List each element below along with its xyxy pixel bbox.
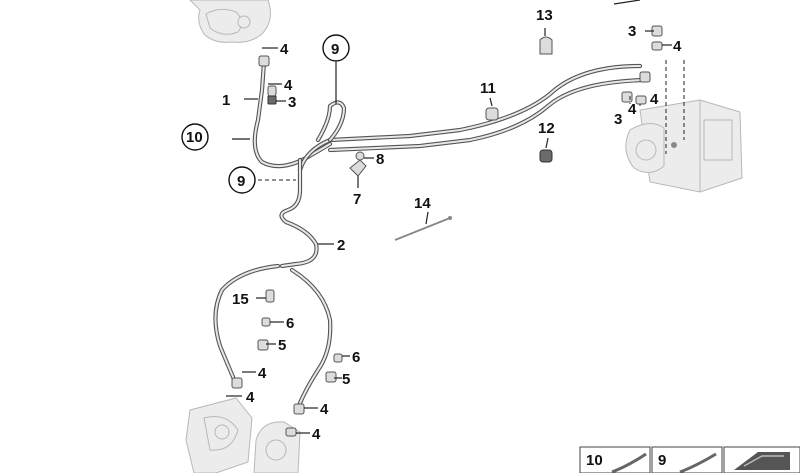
callout-2: 2 xyxy=(337,237,345,254)
callout-15: 15 xyxy=(232,291,249,308)
callout-4: 4 xyxy=(258,365,267,382)
callout-11: 11 xyxy=(480,80,496,97)
callout-circle-9-lower xyxy=(228,166,256,194)
callout-labels: 1 4 4 3 10 9 9 8 7 2 13 11 12 14 3 4 4 4… xyxy=(181,7,682,443)
callout-9: 9 xyxy=(331,41,339,58)
legend-label-10: 10 xyxy=(586,452,603,469)
callout-14: 14 xyxy=(414,195,431,212)
callout-3: 3 xyxy=(288,94,296,111)
callout-7: 7 xyxy=(353,191,361,208)
callout-3: 3 xyxy=(614,111,622,128)
legend-label-9: 9 xyxy=(658,452,666,469)
callout-4: 4 xyxy=(628,101,637,118)
caliper-lower-left-illustration xyxy=(185,397,253,473)
callout-4: 4 xyxy=(673,38,682,55)
callout-4: 4 xyxy=(246,389,255,406)
brake-line-routing xyxy=(213,59,647,411)
small-parts xyxy=(231,25,663,437)
abs-unit-illustration xyxy=(625,99,743,193)
callout-4: 4 xyxy=(312,426,321,443)
callout-circle-10 xyxy=(181,123,209,151)
callout-13: 13 xyxy=(536,7,553,24)
leader-lines xyxy=(226,0,685,434)
callout-4: 4 xyxy=(284,77,293,94)
callout-9-lower: 9 xyxy=(237,173,245,190)
callout-12: 12 xyxy=(538,120,555,137)
callout-circle-9 xyxy=(322,34,350,62)
caliper-top-illustration xyxy=(189,0,271,43)
callout-3: 3 xyxy=(628,23,636,40)
callout-6: 6 xyxy=(352,349,360,366)
callout-4: 4 xyxy=(650,91,659,108)
callout-4: 4 xyxy=(320,401,329,418)
callout-5: 5 xyxy=(278,337,286,354)
callout-10: 10 xyxy=(186,129,203,146)
callout-4: 4 xyxy=(280,41,289,58)
part-legend: 10 9 xyxy=(579,446,800,473)
callout-6: 6 xyxy=(286,315,294,332)
callout-8: 8 xyxy=(376,151,384,168)
callout-5: 5 xyxy=(342,371,350,388)
callout-1: 1 xyxy=(222,92,230,109)
